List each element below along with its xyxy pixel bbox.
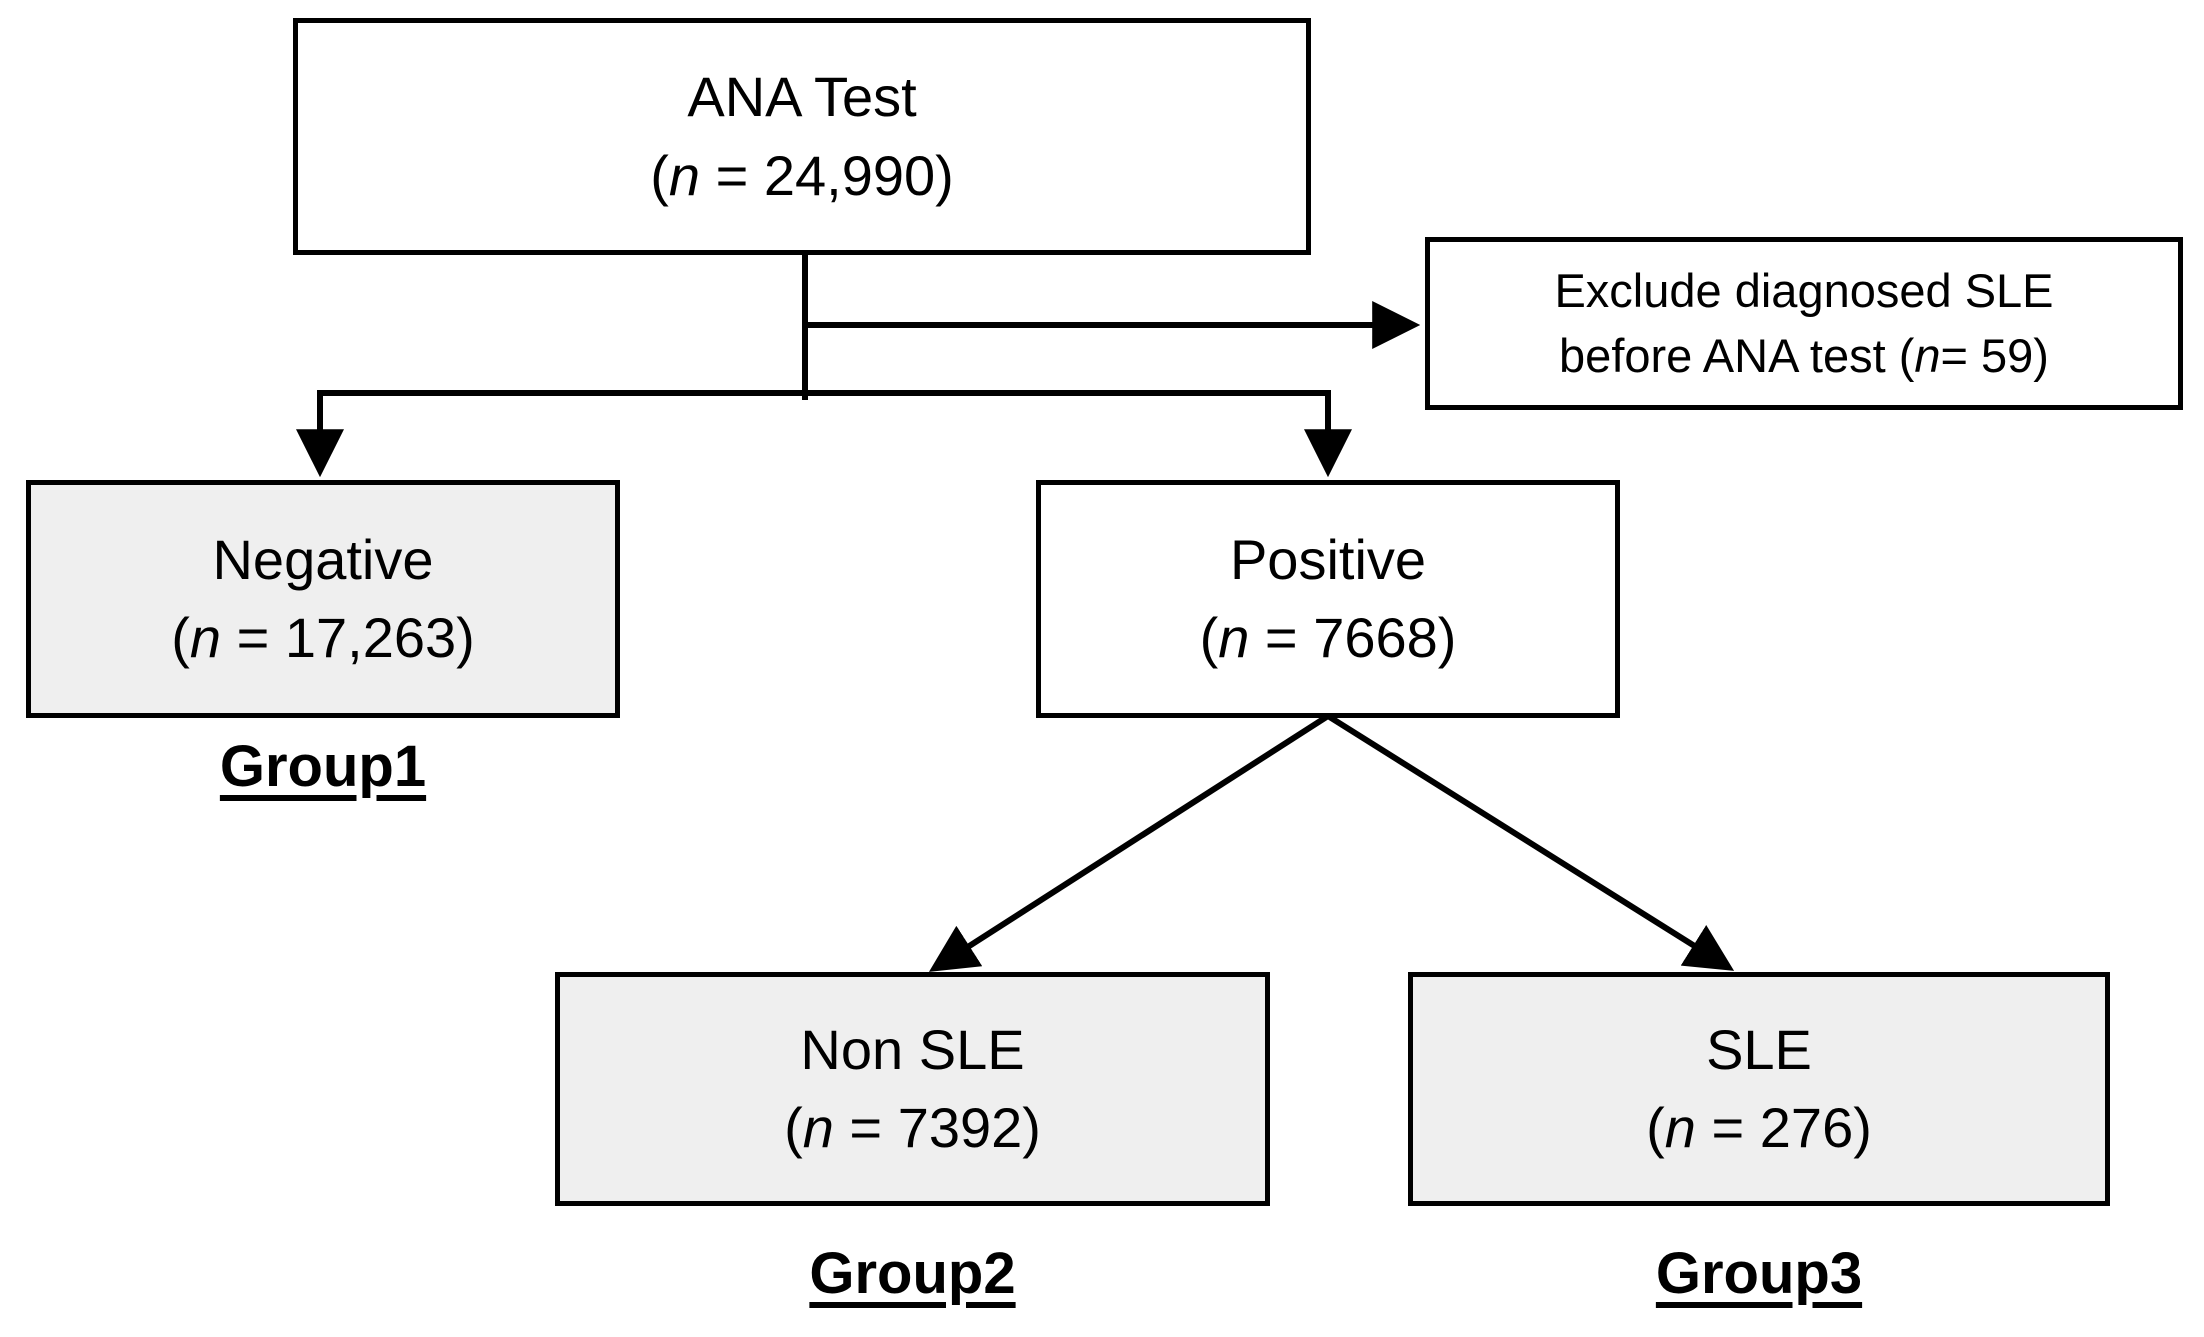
- node-exclusion: Exclude diagnosed SLE before ANA test (n…: [1425, 237, 2183, 410]
- non-sle-count-pre: (: [784, 1096, 803, 1159]
- non-sle-count-n: n: [802, 1096, 834, 1159]
- label-group3-text: Group3: [1655, 1241, 1863, 1306]
- negative-count: (n = 17,263): [171, 599, 475, 677]
- non-sle-count: (n = 7392): [784, 1089, 1041, 1167]
- node-ana-test: ANA Test (n = 24,990): [293, 18, 1311, 255]
- sle-count-n: n: [1664, 1096, 1696, 1159]
- connector-nonsle-arrow: [928, 713, 1330, 972]
- sle-title: SLE: [1706, 1017, 1812, 1081]
- positive-title: Positive: [1229, 527, 1427, 591]
- exclusion-line2-post: = 59): [1940, 328, 2049, 382]
- label-group1: Group1: [26, 733, 620, 800]
- label-group1-text: Group1: [219, 734, 427, 799]
- ana-test-count-pre: (: [650, 143, 669, 207]
- positive-count-post: = 7668): [1249, 606, 1457, 669]
- negative-count-n: n: [189, 606, 222, 669]
- non-sle-count-post: = 7392): [833, 1096, 1041, 1159]
- negative-count-pre: (: [171, 606, 190, 669]
- positive-count-pre: (: [1199, 606, 1219, 669]
- exclusion-line1: Exclude diagnosed SLE: [1554, 263, 2054, 317]
- exclusion-line2-n: n: [1914, 328, 1941, 382]
- ana-test-count-n: n: [668, 143, 701, 207]
- node-sle: SLE (n = 276): [1408, 972, 2110, 1206]
- label-group2: Group2: [555, 1240, 1270, 1307]
- exclusion-line2-pre: before ANA test (: [1559, 328, 1915, 382]
- connector-sle-arrow: [1326, 713, 1735, 971]
- negative-count-post: = 17,263): [221, 606, 475, 669]
- node-non-sle: Non SLE (n = 7392): [555, 972, 1270, 1206]
- sle-count-post: = 276): [1695, 1096, 1872, 1159]
- ana-test-title: ANA Test: [687, 65, 917, 129]
- positive-count: (n = 7668): [1200, 599, 1457, 677]
- node-negative: Negative (n = 17,263): [26, 480, 620, 718]
- exclusion-line2: before ANA test (n= 59): [1559, 324, 2049, 389]
- node-positive: Positive (n = 7668): [1036, 480, 1620, 718]
- label-group3: Group3: [1408, 1240, 2110, 1307]
- sle-count: (n = 276): [1646, 1089, 1872, 1167]
- sle-count-pre: (: [1646, 1096, 1665, 1159]
- negative-title: Negative: [212, 527, 434, 591]
- ana-test-count: (n = 24,990): [650, 137, 954, 215]
- non-sle-title: Non SLE: [800, 1017, 1025, 1081]
- ana-test-count-post: = 24,990): [700, 143, 954, 207]
- positive-count-n: n: [1218, 606, 1250, 669]
- label-group2-text: Group2: [809, 1241, 1016, 1306]
